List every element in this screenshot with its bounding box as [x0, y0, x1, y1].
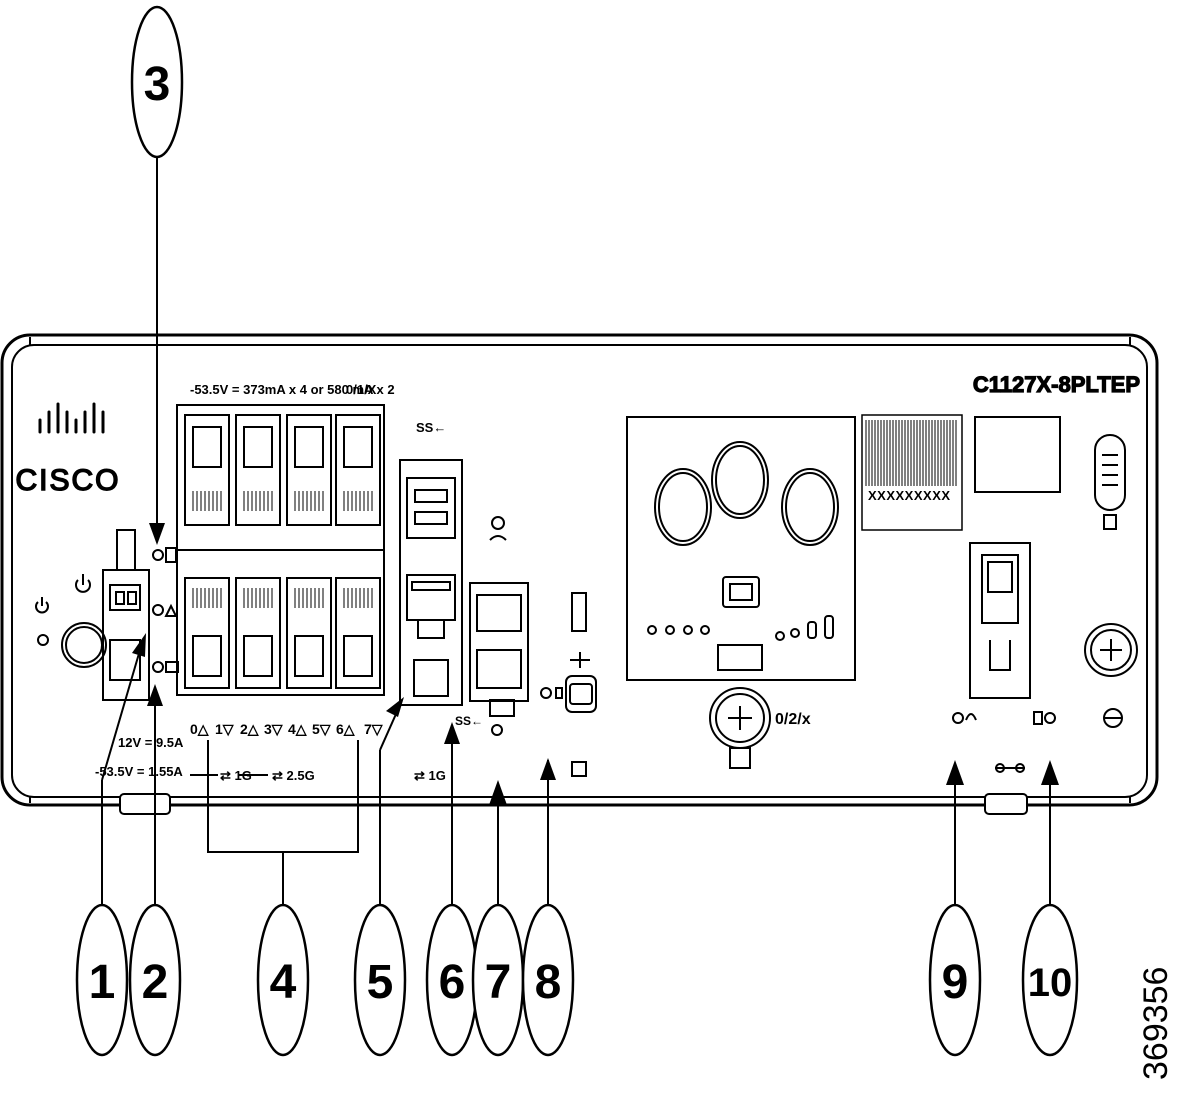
svg-text:8: 8: [535, 956, 562, 1009]
ethernet-port[interactable]: [406, 574, 456, 697]
model-label: C1127X-8PLTEP: [973, 372, 1140, 397]
svg-text:5: 5: [367, 956, 394, 1009]
callout-5: 5: [353, 903, 407, 1057]
lan-port-label-1: 1▽: [215, 721, 235, 737]
thumbscrew-icon[interactable]: [709, 644, 771, 769]
lan-port-label-2: 2△: [240, 721, 260, 737]
lan-port[interactable]: [235, 414, 281, 526]
lan-ports: [184, 414, 381, 689]
usb-icon: [570, 652, 590, 668]
lan-port[interactable]: [335, 577, 381, 689]
mgmt-leds: [952, 711, 1056, 725]
lan-port-label-4: 4△: [288, 721, 308, 737]
lan-port-label-5: 5▽: [312, 721, 332, 737]
sfp-port[interactable]: [469, 582, 529, 736]
power-rating-1: 12V = 9.5A: [118, 735, 184, 750]
svg-text:1: 1: [89, 956, 116, 1009]
lan-port[interactable]: [184, 577, 230, 689]
callout-6: 6: [425, 903, 479, 1057]
power-icon: [35, 574, 91, 646]
svg-text:4: 4: [270, 956, 297, 1009]
security-slot-icon: [1094, 434, 1126, 530]
lte-pim-module: [626, 416, 856, 681]
sfp-icon: [489, 516, 507, 541]
slot-0-1-label: 0/1/X: [346, 382, 377, 397]
lan-port[interactable]: [286, 414, 332, 526]
callout-9: 9: [928, 903, 982, 1057]
poe-rating-label: -53.5V = 373mA x 4 or 580 mA x 2: [190, 382, 395, 397]
speed-label-1g-right: ⇄ 1G: [414, 768, 446, 783]
lan-port-label-6: 6△: [336, 721, 356, 737]
lan-port[interactable]: [286, 577, 332, 689]
ground-screw-icon: [1084, 623, 1138, 728]
svg-text:3: 3: [144, 58, 171, 111]
slot-0-2-label: 0/2/x: [775, 711, 811, 728]
callout-arrowheads: [132, 523, 1059, 805]
callout-8: 8: [521, 903, 575, 1057]
cisco-logo-icon: [38, 402, 105, 434]
network-icon: [995, 763, 1025, 773]
lan-port-block: [176, 404, 385, 696]
power-connector[interactable]: [102, 529, 150, 701]
callout-1: 1: [75, 903, 129, 1057]
management-port[interactable]: [969, 542, 1031, 699]
console-port[interactable]: [540, 592, 597, 777]
svg-text:2: 2: [142, 956, 169, 1009]
svg-text:9: 9: [942, 956, 969, 1009]
callout-10: 10: [1021, 903, 1079, 1057]
ventilation-grille: [861, 414, 963, 531]
lan-port-labels: 0△ 1▽ 2△ 3▽ 4△ 5▽ 6△ 7▽: [190, 721, 384, 737]
svg-text:6: 6: [439, 956, 466, 1009]
callout-4: 4: [256, 903, 310, 1057]
lan-port-label-0: 0△: [190, 721, 210, 737]
label-x-string: XXXXXXXXX: [868, 488, 951, 503]
callout-3: 3: [130, 5, 184, 159]
lan-port[interactable]: [335, 414, 381, 526]
usb-port[interactable]: [399, 459, 463, 706]
lan-port-label-7: 7▽: [364, 721, 384, 737]
callout-leaders: [101, 155, 1051, 905]
callout-2: 2: [128, 903, 182, 1057]
status-leds: [152, 547, 179, 673]
power-rating-2: -53.5V = 1.55A: [95, 764, 183, 779]
blank-label-area: [974, 416, 1061, 493]
speed-label-2-5g: ⇄ 2.5G: [272, 768, 315, 783]
callout-7: 7: [471, 903, 525, 1057]
svg-text:10: 10: [1028, 961, 1073, 1005]
speed-label-1g: ⇄ 1G: [220, 768, 252, 783]
svg-text:7: 7: [485, 956, 512, 1009]
power-button[interactable]: [61, 622, 107, 668]
figure-id: 369356: [1137, 966, 1175, 1080]
chassis: [0, 333, 1159, 815]
usb-label-top: SS←: [416, 420, 446, 435]
lan-port[interactable]: [184, 414, 230, 526]
usb-label-bottom: SS←: [455, 714, 483, 728]
lan-port-label-3: 3▽: [264, 721, 284, 737]
brand-label: CISCO: [15, 464, 120, 497]
lan-port[interactable]: [235, 577, 281, 689]
